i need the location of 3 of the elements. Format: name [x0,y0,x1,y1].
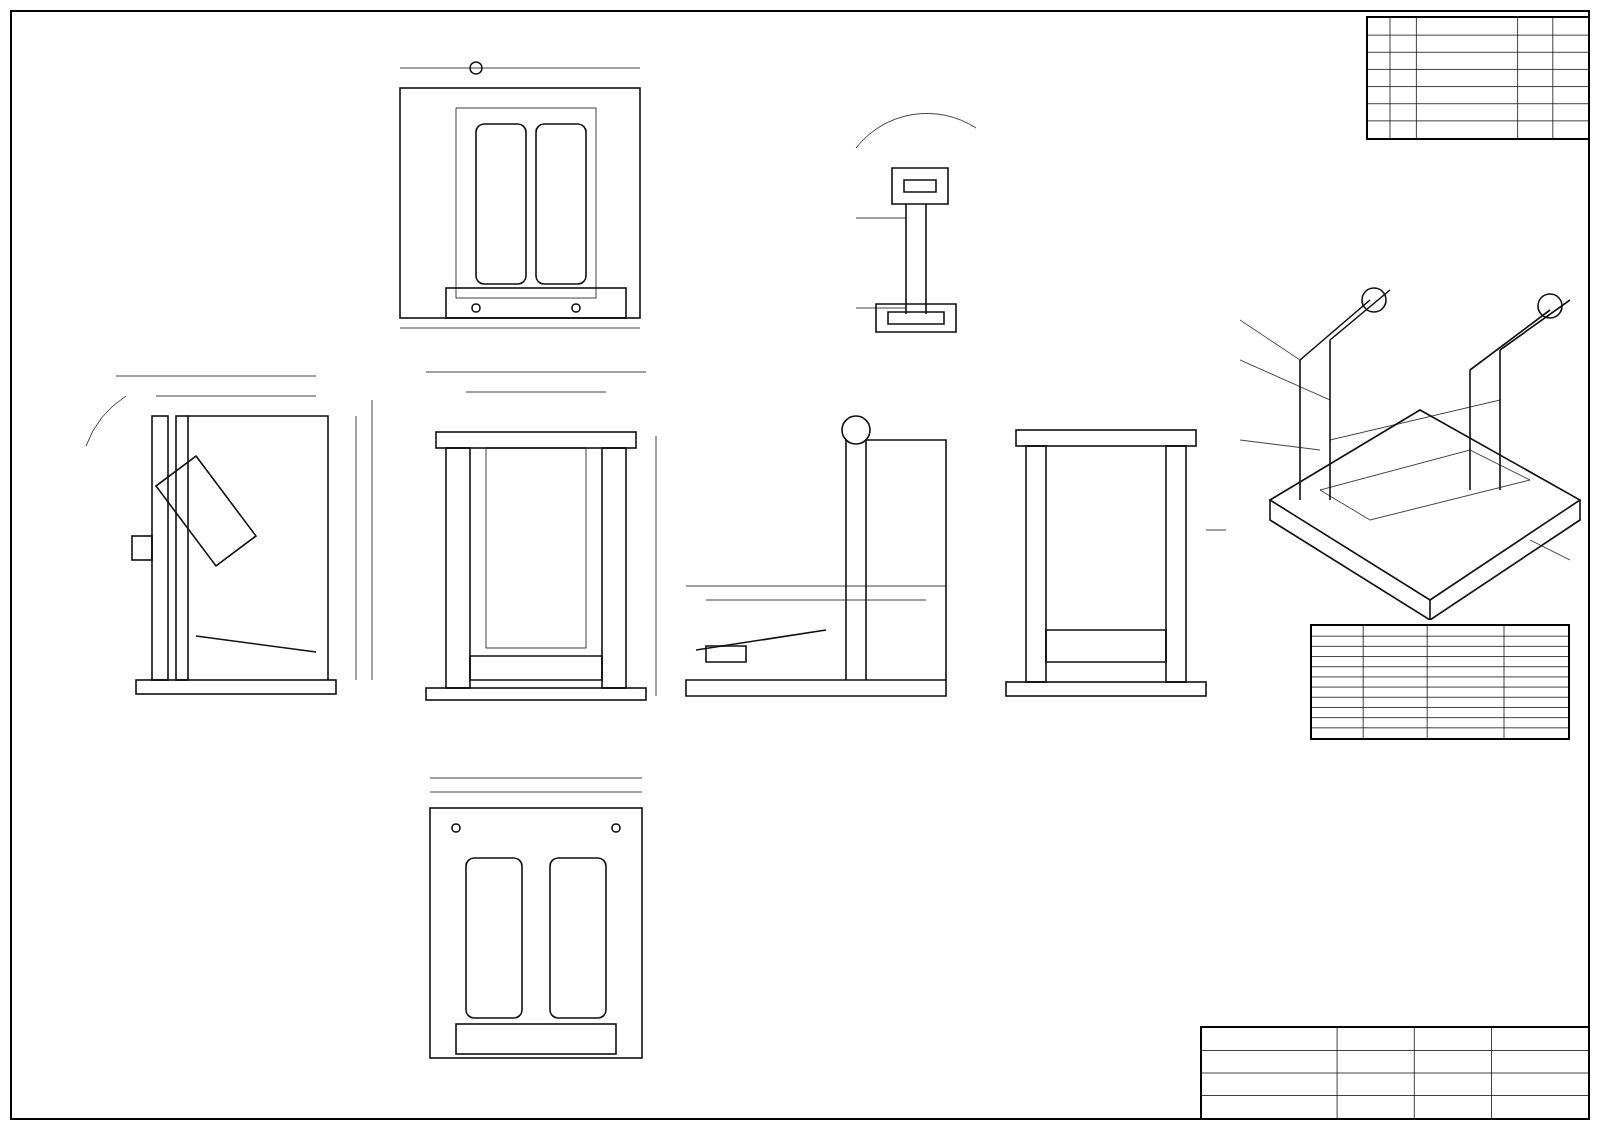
revision-table [1366,16,1590,140]
title-block [1200,1026,1590,1120]
parts-list-table [1310,624,1570,740]
